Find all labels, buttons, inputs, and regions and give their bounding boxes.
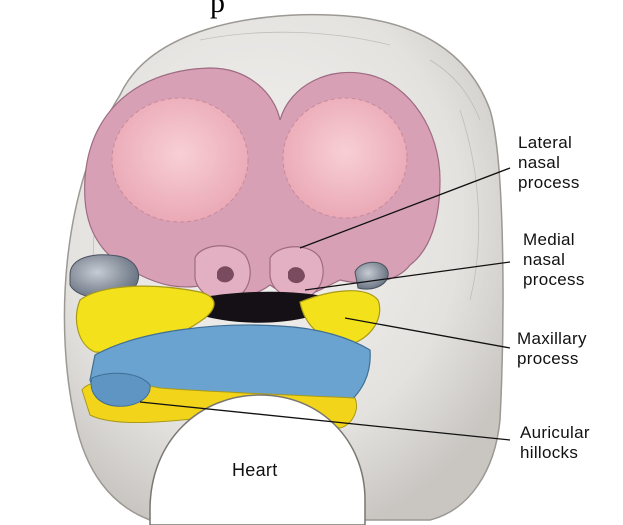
- label-medial-nasal-process: Medial nasal process: [523, 230, 585, 290]
- left-eye-region: [112, 98, 248, 222]
- label-maxillary-process: Maxillary process: [517, 329, 587, 369]
- label-lateral-nasal-process: Lateral nasal process: [518, 133, 580, 193]
- label-auricular-hillocks: Auricular hillocks: [520, 423, 590, 463]
- right-eye-region: [283, 98, 407, 218]
- label-heart: Heart: [232, 460, 278, 481]
